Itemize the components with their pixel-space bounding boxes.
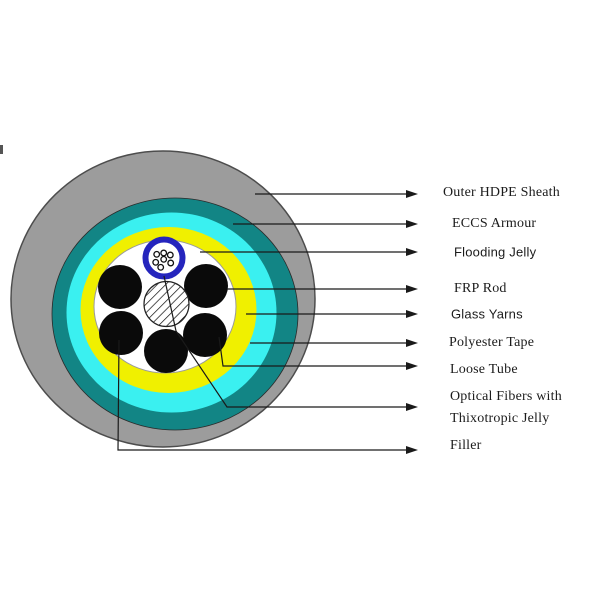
optical-fiber-dot (166, 251, 174, 259)
filler-tube (184, 264, 228, 308)
arrowhead-filler (406, 446, 418, 454)
label-optical-fibers-line1: Optical Fibers with (450, 389, 562, 404)
label-flooding-jelly: Flooding Jelly (454, 244, 537, 260)
label-outer-hdpe-sheath: Outer HDPE Sheath (443, 185, 560, 200)
optical-fiber-dot (152, 258, 160, 266)
filler-tube (99, 311, 143, 355)
optical-fiber-dot (160, 255, 168, 263)
arrowhead-loose-tube (406, 362, 418, 370)
optical-fiber-dot (157, 263, 165, 271)
arrowhead-eccs-armour (406, 220, 418, 228)
label-eccs-armour: ECCS Armour (452, 216, 537, 231)
filler-tube (144, 329, 188, 373)
label-optical-fibers-line2: Thixotropic Jelly (450, 411, 550, 426)
optical-fiber-dot (160, 249, 168, 257)
optical-fiber-dot (167, 259, 175, 267)
pointer-line-loose-tube (218, 336, 406, 367)
pointer-line-filler (117, 339, 406, 451)
label-loose-tube: Loose Tube (450, 362, 518, 377)
label-glass-yarns: Glass Yarns (451, 306, 523, 322)
pointer-line-optical-fibers (163, 275, 406, 408)
arrowheads (406, 190, 418, 454)
arrowhead-polyester-tape (406, 339, 418, 347)
arrowhead-glass-yarns (406, 310, 418, 318)
filler-tube (183, 313, 227, 357)
pointer-lines (117, 193, 406, 451)
label-frp-rod: FRP Rod (454, 281, 507, 296)
filler-tube (98, 265, 142, 309)
edge-artifact (0, 145, 3, 154)
frp-rod (143, 280, 190, 328)
arrowhead-frp-rod (406, 285, 418, 293)
optical-fiber-dots (152, 249, 175, 271)
arrowhead-outer-hdpe-sheath (406, 190, 418, 198)
optical-fiber-dot (153, 250, 161, 258)
label-optical-fibers: Optical Fibers with Thixotropic Jelly (450, 386, 562, 430)
arrowhead-optical-fibers (406, 403, 418, 411)
arrowhead-flooding-jelly (406, 248, 418, 256)
label-filler: Filler (450, 438, 482, 453)
label-polyester-tape: Polyester Tape (449, 335, 535, 350)
